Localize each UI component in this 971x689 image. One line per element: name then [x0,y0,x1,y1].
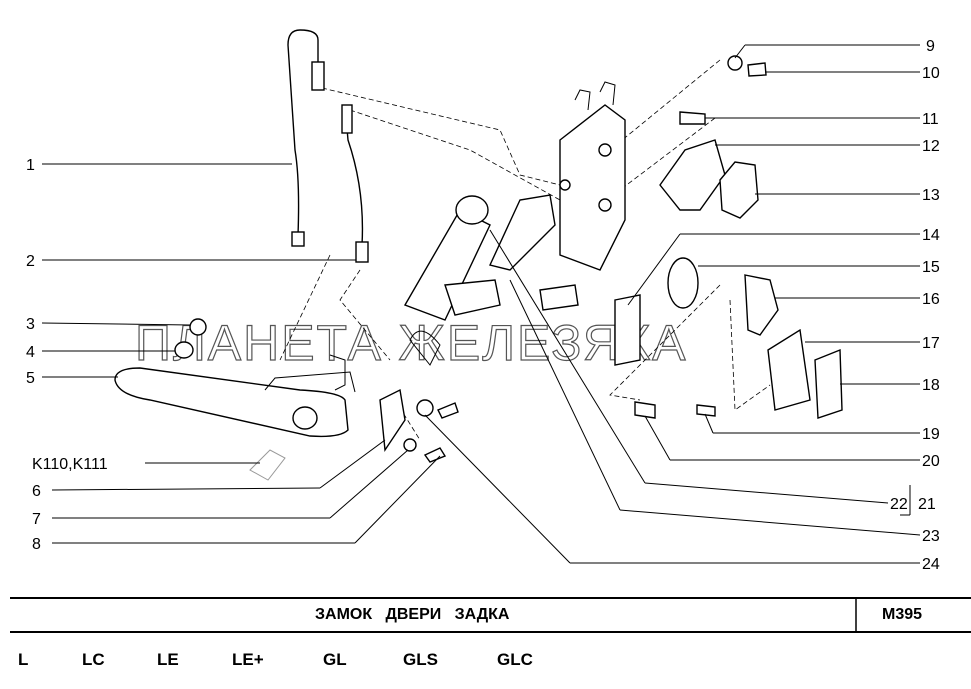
part-14-bracket [614,294,641,366]
part-24-washer [416,399,434,417]
callout-12: 12 [922,138,940,155]
trim-lc: LC [82,650,105,669]
leader-lines [41,44,921,564]
part-13-plate [719,161,759,219]
callout-20: 20 [922,453,940,470]
part-19-screw [696,404,716,417]
assembly-dashed-lines [279,59,771,441]
callout-23: 23 [922,528,940,545]
part-11-screw [679,111,706,125]
part-20-bolt [634,401,656,419]
part-4-washer [174,341,194,359]
trim-l: L [18,650,29,669]
part-5-handle [114,354,356,438]
callout-10: 10 [922,65,940,82]
trim-le-plus: LE+ [232,650,264,669]
callout-17: 17 [922,335,940,352]
callout-k110-k111: K110,K111 [32,456,108,473]
callout-18: 18 [922,377,940,394]
part-9-washer [727,55,743,71]
callout-8: 8 [32,536,41,553]
callout-4: 4 [26,344,35,361]
callout-15: 15 [922,259,940,276]
callout-5: 5 [26,370,35,387]
part-17-bracket [767,328,811,411]
lock-body [489,81,626,311]
part-6-bracket [379,388,406,453]
part-k110-cylinder [249,449,286,481]
part-1-cable [287,29,325,247]
part-16-plate [744,274,779,336]
callout-14: 14 [922,227,940,244]
part-15-bumper [667,257,699,309]
watermark: ПЛАНЕТА ЖЕЛЕЗЯКА [135,315,687,371]
part-23-screw [437,402,459,419]
trim-gl: GL [323,650,347,669]
callout-11: 11 [922,111,939,128]
trim-glc: GLC [497,650,533,669]
diagram-code: M395 [882,606,923,623]
diagram-title: ЗАМОК ДВЕРИ ЗАДКА [315,606,510,623]
trim-gls: GLS [403,650,438,669]
part-2-rod [341,104,369,263]
callout-1: 1 [26,157,35,174]
part-12-striker [659,139,726,211]
part-7-washer [403,438,417,452]
callout-24: 24 [922,556,940,573]
callout-2: 2 [26,253,35,270]
part-10-screw [747,62,767,77]
callout-16: 16 [922,291,940,308]
part-18-plate [814,348,843,419]
part-22-actuator [403,195,501,366]
callout-3: 3 [26,316,35,333]
callout-19: 19 [922,426,940,443]
callout-13: 13 [922,187,940,204]
trim-le: LE [157,650,179,669]
part-8-screw [423,447,447,463]
callout-9: 9 [926,38,935,55]
callout-22: 22 [890,496,908,513]
part-3-nut [189,318,207,336]
callout-21: 21 [918,496,936,513]
callout-6: 6 [32,483,41,500]
callout-7: 7 [32,511,41,528]
